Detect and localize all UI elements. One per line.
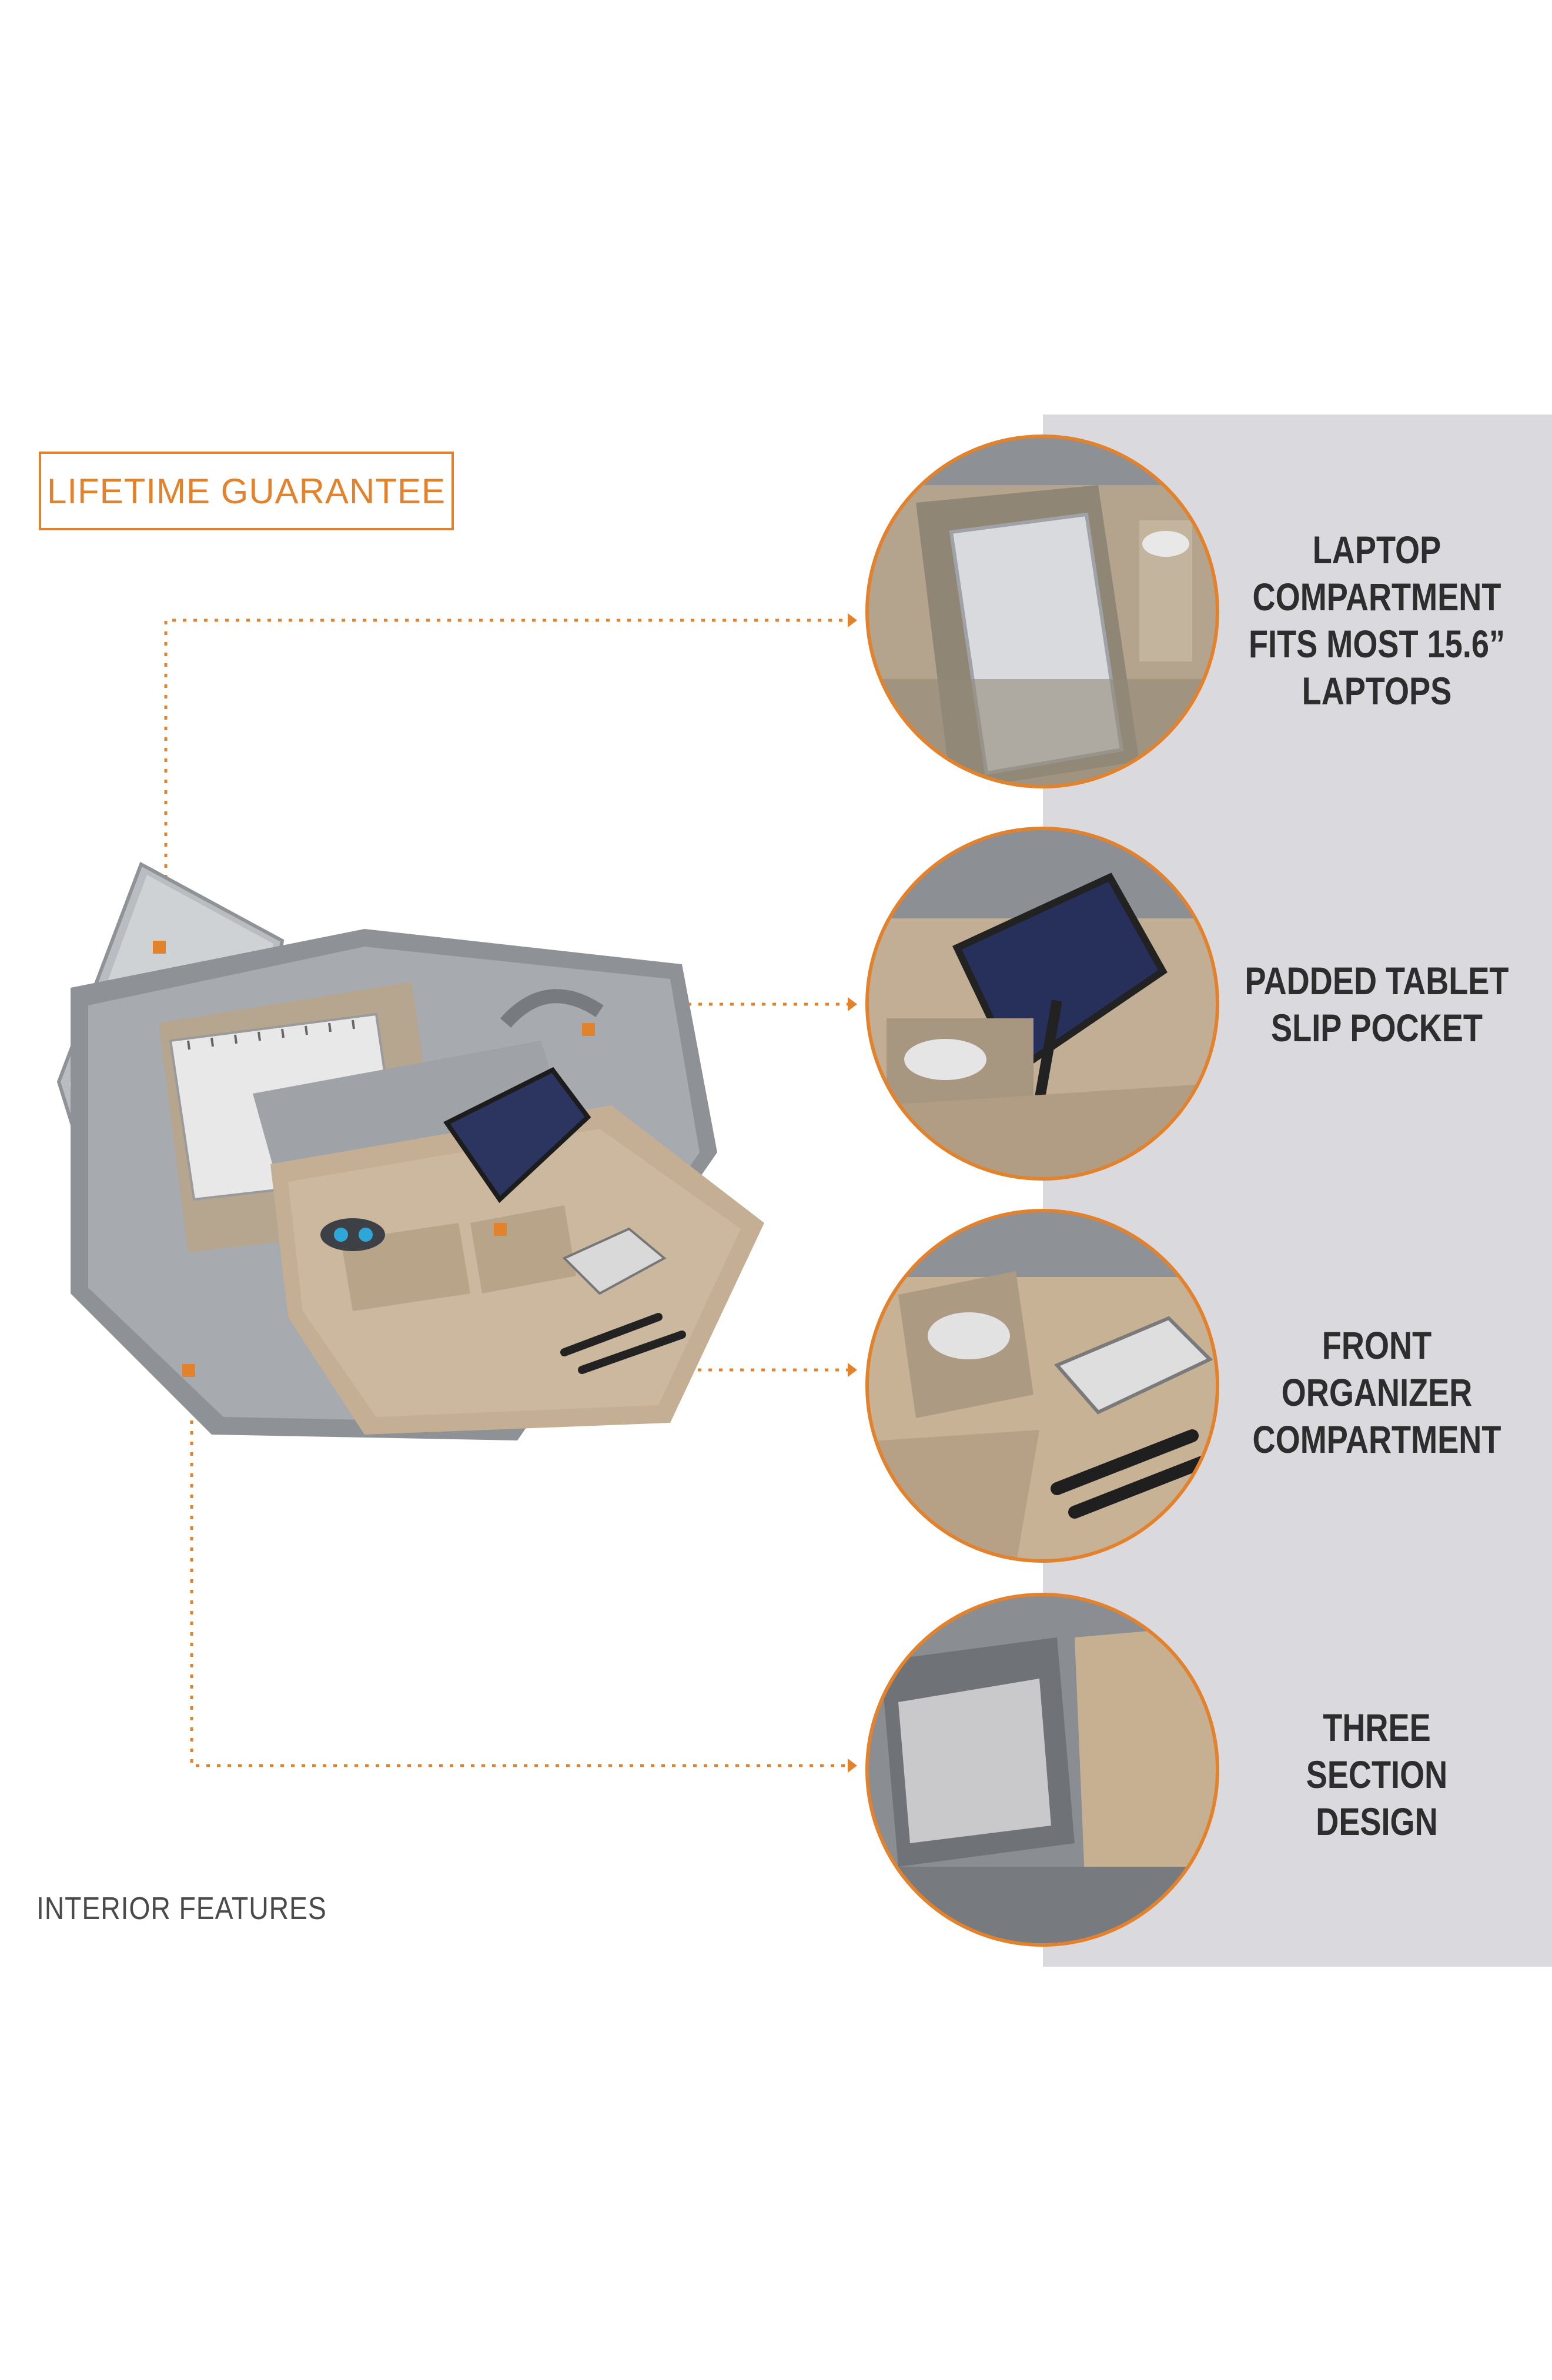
connector-three-section-arrow (848, 1759, 857, 1773)
tablet-pocket-photo (865, 827, 1219, 1181)
feature-line: DESIGN (1316, 1800, 1438, 1843)
feature-line: LAPTOP (1312, 528, 1441, 571)
feature-laptop-compartment: LAPTOP COMPARTMENT FITS MOST 15.6” LAPTO… (1227, 526, 1526, 714)
feature-line: ORGANIZER (1281, 1370, 1473, 1414)
feature-line: FRONT (1322, 1323, 1432, 1367)
laptop-compartment-photo (865, 434, 1219, 788)
feature-line: LAPTOPS (1302, 669, 1452, 713)
three-section-photo (865, 1593, 1219, 1947)
feature-line: COMPARTMENT (1252, 575, 1501, 619)
feature-line: SLIP POCKET (1271, 1006, 1483, 1049)
feature-line: COMPARTMENT (1252, 1418, 1501, 1461)
lifetime-guarantee-label: LIFETIME GUARANTEE (46, 471, 446, 511)
lifetime-guarantee-badge: LIFETIME GUARANTEE (39, 452, 454, 530)
briefcase-product-image (56, 861, 764, 1440)
feature-line: SECTION (1306, 1753, 1448, 1796)
interior-features-label: INTERIOR FEATURES (36, 1891, 327, 1926)
front-organizer-photo (865, 1209, 1219, 1563)
feature-line: FITS MOST 15.6” (1248, 622, 1506, 666)
connector-tablet-arrow (848, 997, 857, 1011)
feature-line: THREE (1323, 1706, 1431, 1749)
feature-padded-tablet-pocket: PADDED TABLET SLIP POCKET (1227, 957, 1526, 1051)
feature-three-section-design: THREE SECTION DESIGN (1227, 1704, 1526, 1845)
connector-organizer-arrow (848, 1363, 857, 1377)
feature-line: PADDED TABLET (1245, 959, 1509, 1002)
feature-front-organizer: FRONT ORGANIZER COMPARTMENT (1227, 1322, 1526, 1463)
connector-laptop-arrow (848, 613, 857, 627)
